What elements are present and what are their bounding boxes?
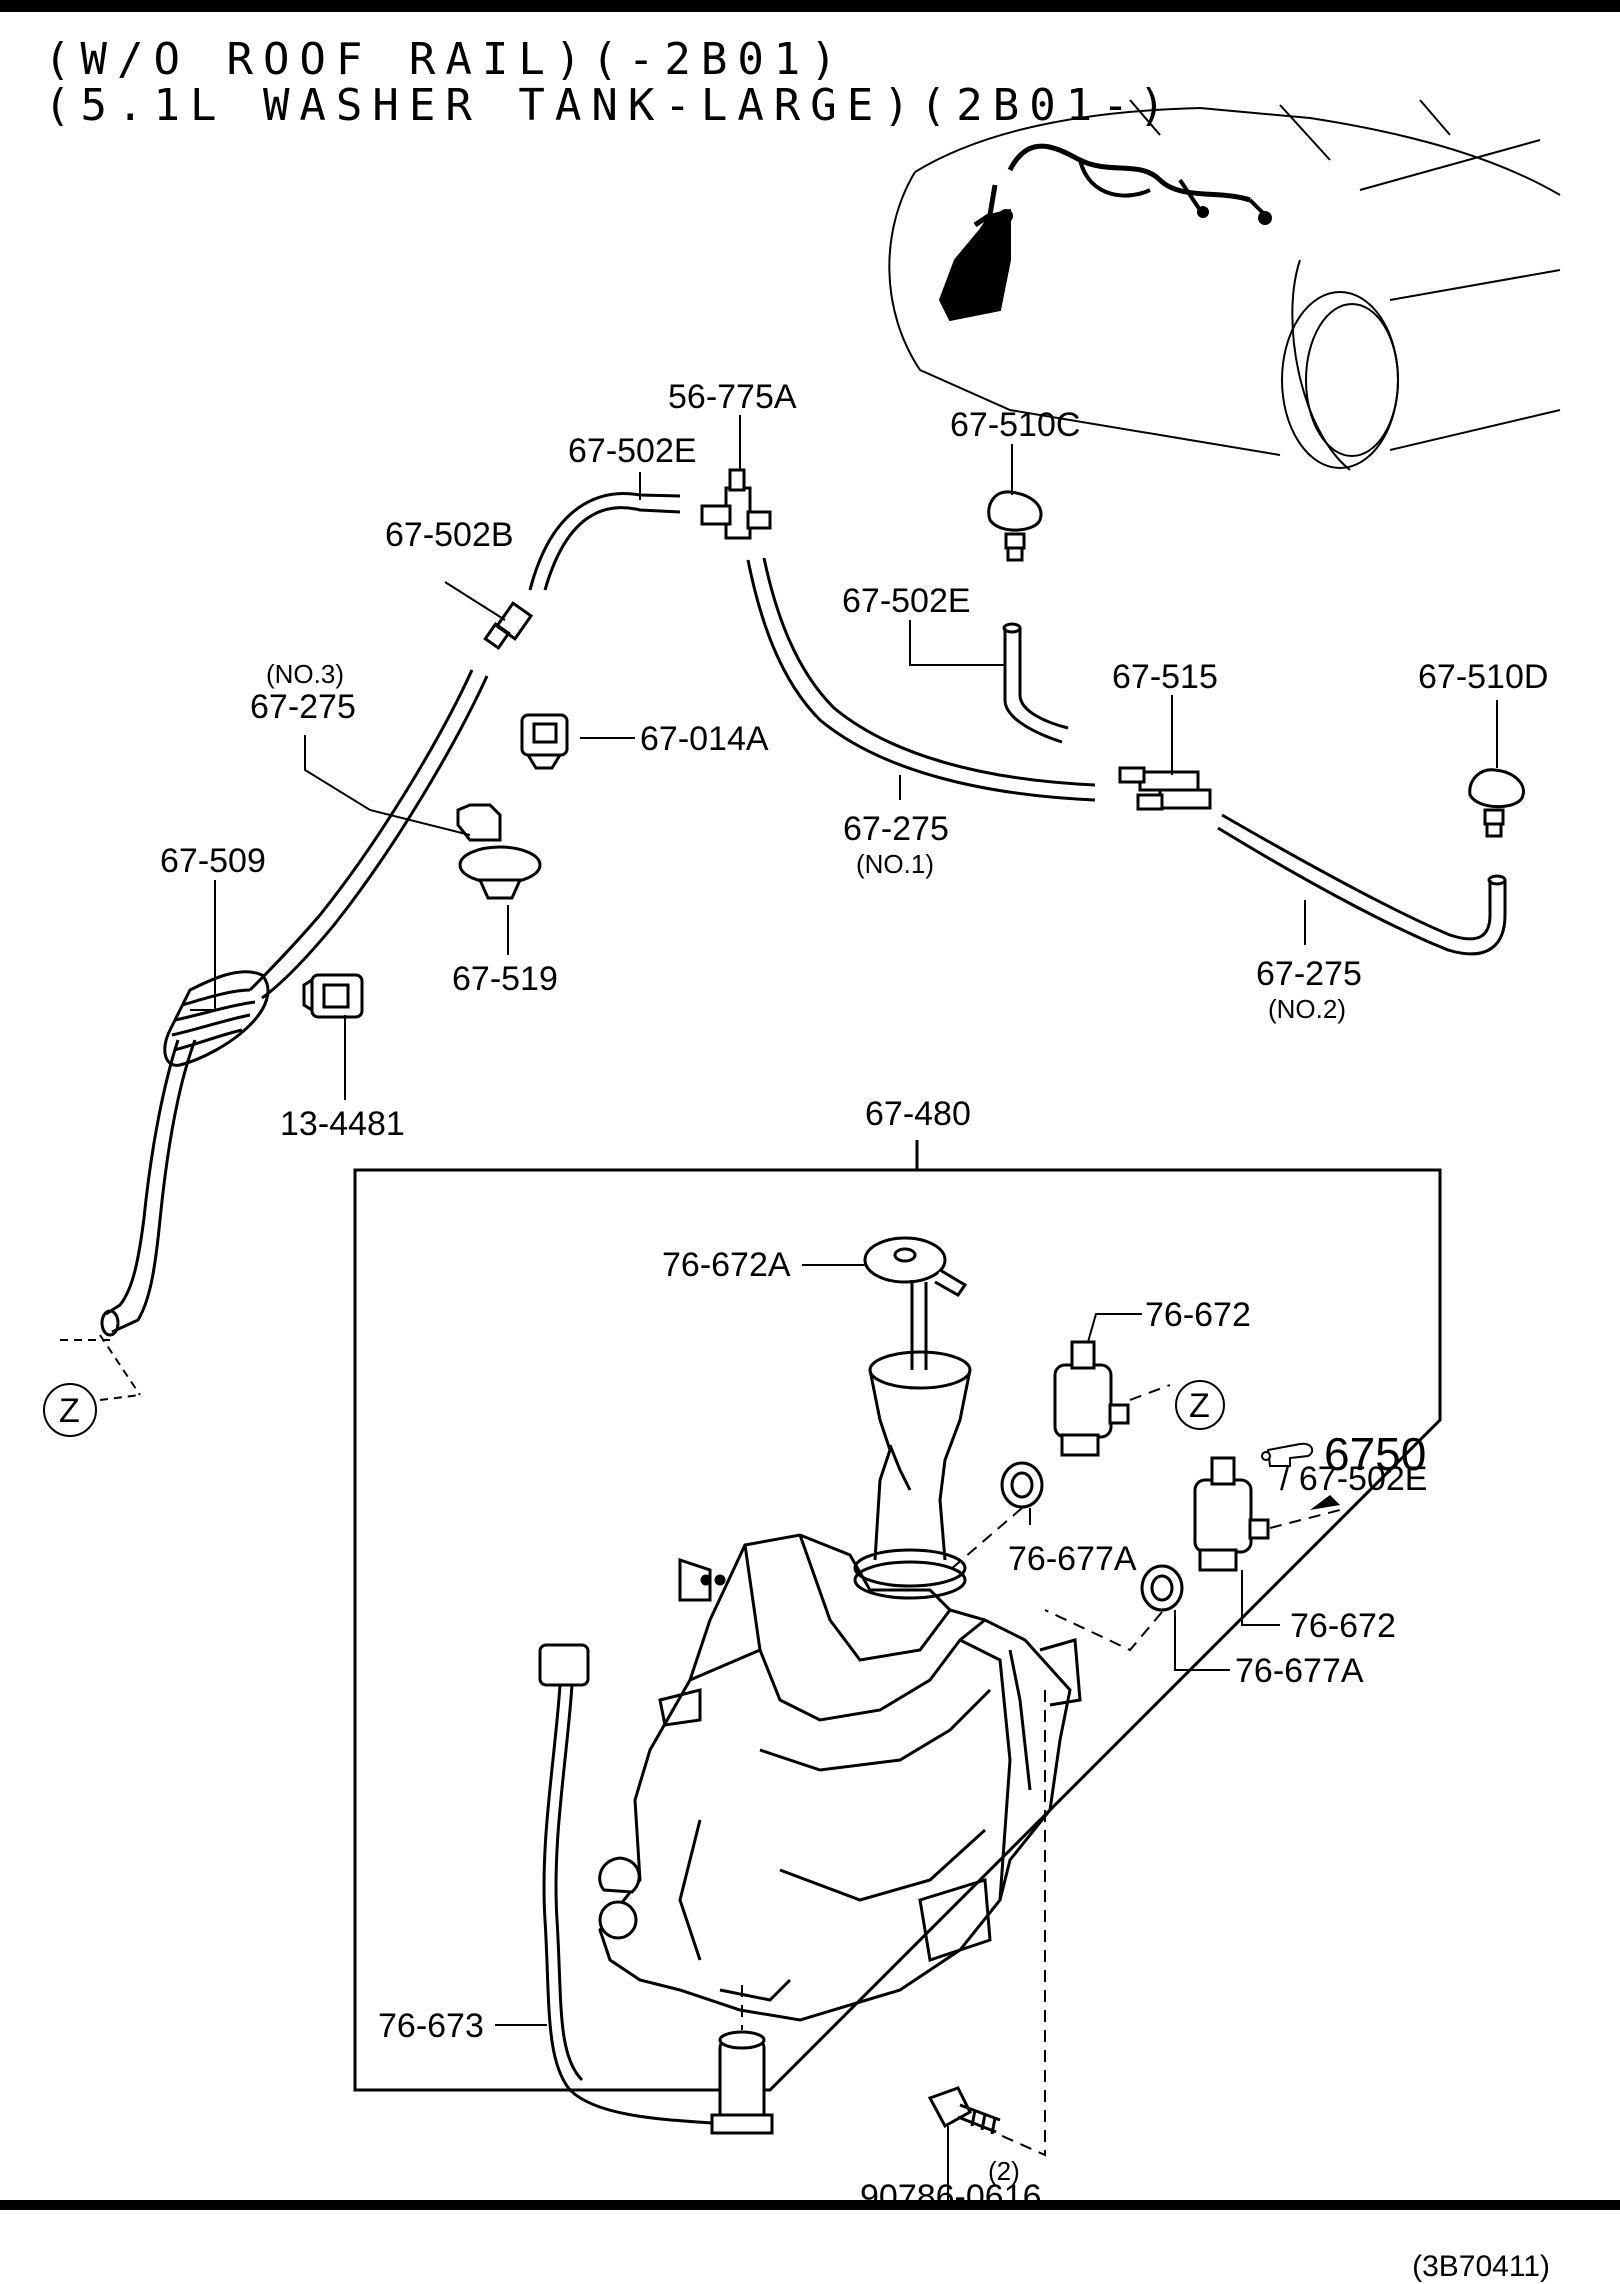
- top-border-rule: [0, 0, 1620, 12]
- label-13-4481: 13-4481: [280, 1105, 405, 1143]
- pointing-hand-icon: [1261, 1442, 1314, 1467]
- label-76-673: 76-673: [378, 2007, 484, 2045]
- grommet-76-677A-upper: [1000, 1461, 1044, 1509]
- clip-13-4481: [302, 973, 364, 1019]
- bottom-border-rule: [0, 2200, 1620, 2210]
- label-67-480: 67-480: [865, 1095, 971, 1133]
- hose-67-502E-mid: [1002, 622, 1069, 744]
- header-line-1: (W/O ROOF RAIL)(-2B01): [44, 34, 847, 85]
- hose-67-502E-upper: [528, 492, 681, 591]
- label-67-502E-upper: 67-502E: [568, 432, 697, 470]
- label-76-677A-upper: 76-677A: [1008, 1540, 1137, 1578]
- connector-67-515: [1118, 766, 1212, 811]
- label-67-510D: 67-510D: [1418, 658, 1548, 696]
- label-76-672-upper: 76-672: [1145, 1296, 1251, 1334]
- assembly-guide-lines: [741, 1384, 1341, 2157]
- label-67-502B: 67-502B: [385, 516, 514, 554]
- grommet-76-677A-lower: [1140, 1564, 1184, 1612]
- label-67-515: 67-515: [1112, 658, 1218, 696]
- hose-67-275-no1: [746, 557, 1096, 802]
- diagram-code: (3B70411): [1412, 2250, 1550, 2283]
- label-no3: (NO.3): [266, 659, 344, 689]
- washer-tank-67-480: [598, 1533, 1082, 2022]
- z-marker-right: Z: [1189, 1387, 1210, 1425]
- label-67-275-no1: 67-275: [843, 810, 949, 848]
- label-67-509: 67-509: [160, 842, 266, 880]
- pump-76-672-upper: [1053, 1340, 1130, 1457]
- connector-56-775A: [700, 468, 772, 540]
- label-67-519: 67-519: [452, 960, 558, 998]
- label-quantity-2: (2): [988, 2156, 1020, 2186]
- cap-76-672A: [863, 1236, 968, 1370]
- z-marker-left: Z: [59, 1392, 80, 1430]
- leader-lines: [190, 415, 1498, 2205]
- hose-67-509: [100, 970, 270, 1337]
- z-reference-left: [43, 1334, 141, 1437]
- label-no2: (NO.2): [1268, 994, 1346, 1024]
- label-67-510C: 67-510C: [950, 406, 1080, 444]
- hose-67-275-no3: [248, 669, 489, 1000]
- hose-67-275-no2: [1217, 813, 1507, 956]
- label-76-677A-lower: 76-677A: [1235, 1652, 1364, 1690]
- tank-assembly-frame: [353, 1168, 1442, 2092]
- label-67-502E-mid: 67-502E: [842, 582, 971, 620]
- clip-67-519: [456, 803, 542, 900]
- clip-67-014A: [520, 713, 569, 770]
- level-sensor-76-673: [538, 1643, 774, 2135]
- label-67-502E-reference: / 67-502E: [1280, 1460, 1427, 1498]
- header-line-2: (5.1L WASHER TANK-LARGE)(2B01-): [44, 80, 1176, 131]
- label-67-014A: 67-014A: [640, 720, 769, 758]
- label-67-275-no3: 67-275: [250, 688, 356, 726]
- label-56-775A: 56-775A: [668, 378, 797, 416]
- bolt-90786-0616: [927, 2086, 1001, 2135]
- z-reference-right: [1175, 1380, 1225, 1430]
- filler-neck: [853, 1350, 972, 1600]
- label-76-672-lower: 76-672: [1290, 1607, 1396, 1645]
- label-6750: 6750: [1324, 1428, 1426, 1480]
- car-location-inset: [888, 99, 1561, 471]
- nozzle-67-510C: [987, 490, 1043, 562]
- label-76-672A: 76-672A: [662, 1246, 791, 1284]
- label-no1: (NO.1): [856, 849, 934, 879]
- label-67-275-no2: 67-275: [1256, 955, 1362, 993]
- pump-76-672-lower: [1193, 1456, 1270, 1572]
- connector-67-502B: [483, 601, 534, 651]
- arrow-to-67-502E: [1310, 1495, 1340, 1510]
- nozzle-67-510D: [1468, 768, 1525, 838]
- label-90786-0616: 90786-0616: [860, 2178, 1042, 2216]
